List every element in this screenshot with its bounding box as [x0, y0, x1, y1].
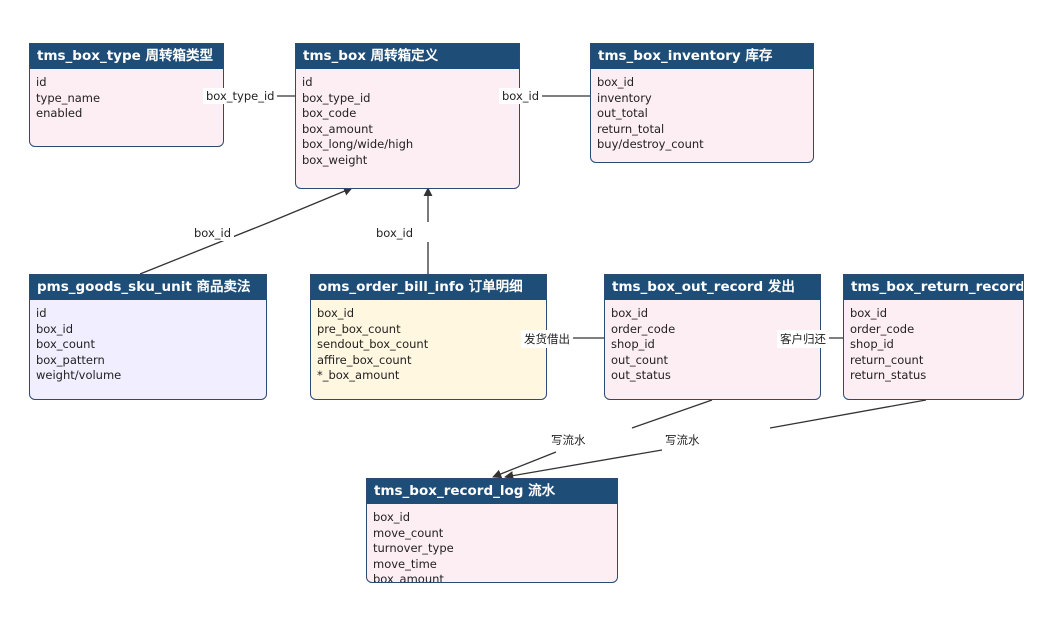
entity-tms-box-record-log: tms_box_record_log 流水 box_id move_count …: [366, 478, 618, 583]
entity-tms-box-out-record: tms_box_out_record 发出 box_id order_code …: [604, 274, 821, 400]
field: shop_id: [850, 337, 894, 352]
field: box_id: [36, 321, 74, 336]
edge-label-send-out: 发货借出: [521, 330, 573, 348]
field: box_amount: [302, 121, 373, 136]
field: box_pattern: [36, 352, 105, 367]
field: return_status: [850, 368, 927, 383]
entity-tms-box: tms_box 周转箱定义 id box_type_id box_code bo…: [295, 43, 520, 189]
edge-return-to-log-arrow: [504, 449, 663, 481]
field: box_id: [850, 306, 888, 320]
field: move_count: [373, 525, 444, 540]
edge-label-write-log-out: 写流水: [548, 431, 589, 449]
entity-title: tms_box 周转箱定义: [296, 44, 519, 69]
field: id: [36, 306, 47, 320]
field: order_code: [611, 321, 676, 336]
entity-title: oms_order_bill_info 订单明细: [311, 275, 546, 300]
entity-title: tms_box_record_log 流水: [367, 479, 617, 504]
field: type_name: [36, 90, 101, 105]
field: inventory: [597, 90, 652, 105]
entity-oms-order-bill-info: oms_order_bill_info 订单明细 box_id pre_box_…: [310, 274, 547, 400]
field: id: [302, 75, 313, 89]
field: shop_id: [611, 337, 655, 352]
entity-tms-box-type: tms_box_type 周转箱类型 id type_name enabled: [29, 43, 224, 147]
field: box_id: [373, 510, 411, 524]
field: buy/destroy_count: [597, 137, 704, 152]
field: box_long/wide/high: [302, 137, 414, 152]
field: box_id: [317, 306, 355, 320]
entity-pms-goods-sku-unit: pms_goods_sku_unit 商品卖法 id box_id box_co…: [29, 274, 267, 400]
field: box_type_id: [302, 90, 371, 105]
field: turnover_type: [373, 541, 454, 556]
entity-title: pms_goods_sku_unit 商品卖法: [30, 275, 266, 300]
field: return_count: [850, 352, 924, 367]
field: box_code: [302, 106, 357, 121]
field: box_id: [597, 75, 635, 89]
field: box_amount: [373, 572, 444, 583]
field: order_code: [850, 321, 915, 336]
edge-label-write-log-return: 写流水: [662, 431, 703, 449]
entity-title: tms_box_type 周转箱类型: [30, 44, 223, 69]
field: return_total: [597, 121, 665, 136]
field: weight/volume: [36, 368, 122, 383]
edge-out-to-log: [631, 399, 713, 429]
field: id: [36, 75, 47, 89]
field: box_count: [36, 337, 95, 352]
entity-tms-box-inventory: tms_box_inventory 库存 box_id inventory ou…: [590, 43, 814, 163]
field: out_status: [611, 368, 671, 383]
field: box_weight: [302, 152, 368, 167]
field: out_total: [597, 106, 648, 121]
edge-label-sku-box-id: box_id: [191, 225, 235, 241]
field: *_box_amount: [317, 368, 400, 383]
field: affire_box_count: [317, 352, 412, 367]
edge-label-box-type-id: box_type_id: [203, 88, 278, 104]
edge-out-to-log-arrow: [492, 451, 557, 479]
edge-sku-unit-to-box: [139, 221, 271, 275]
field: enabled: [36, 106, 83, 121]
field: box_id: [611, 306, 649, 320]
edge-return-to-log: [769, 399, 927, 429]
entity-tms-box-return-record: tms_box_return_record 归还 box_id order_co…: [843, 274, 1024, 400]
field: pre_box_count: [317, 321, 401, 336]
entity-title: tms_box_return_record 归还: [844, 275, 1023, 300]
field: out_count: [611, 352, 669, 367]
edge-label-inventory-box-id: box_id: [499, 88, 543, 104]
edge-label-order-box-id: box_id: [373, 225, 417, 241]
edge-label-customer-return: 客户归还: [777, 330, 829, 348]
entity-title: tms_box_out_record 发出: [605, 275, 820, 300]
field: sendout_box_count: [317, 337, 429, 352]
field: move_time: [373, 556, 437, 571]
edge-sku-unit-to-box-arrow: [269, 186, 353, 223]
entity-title: tms_box_inventory 库存: [591, 44, 813, 69]
